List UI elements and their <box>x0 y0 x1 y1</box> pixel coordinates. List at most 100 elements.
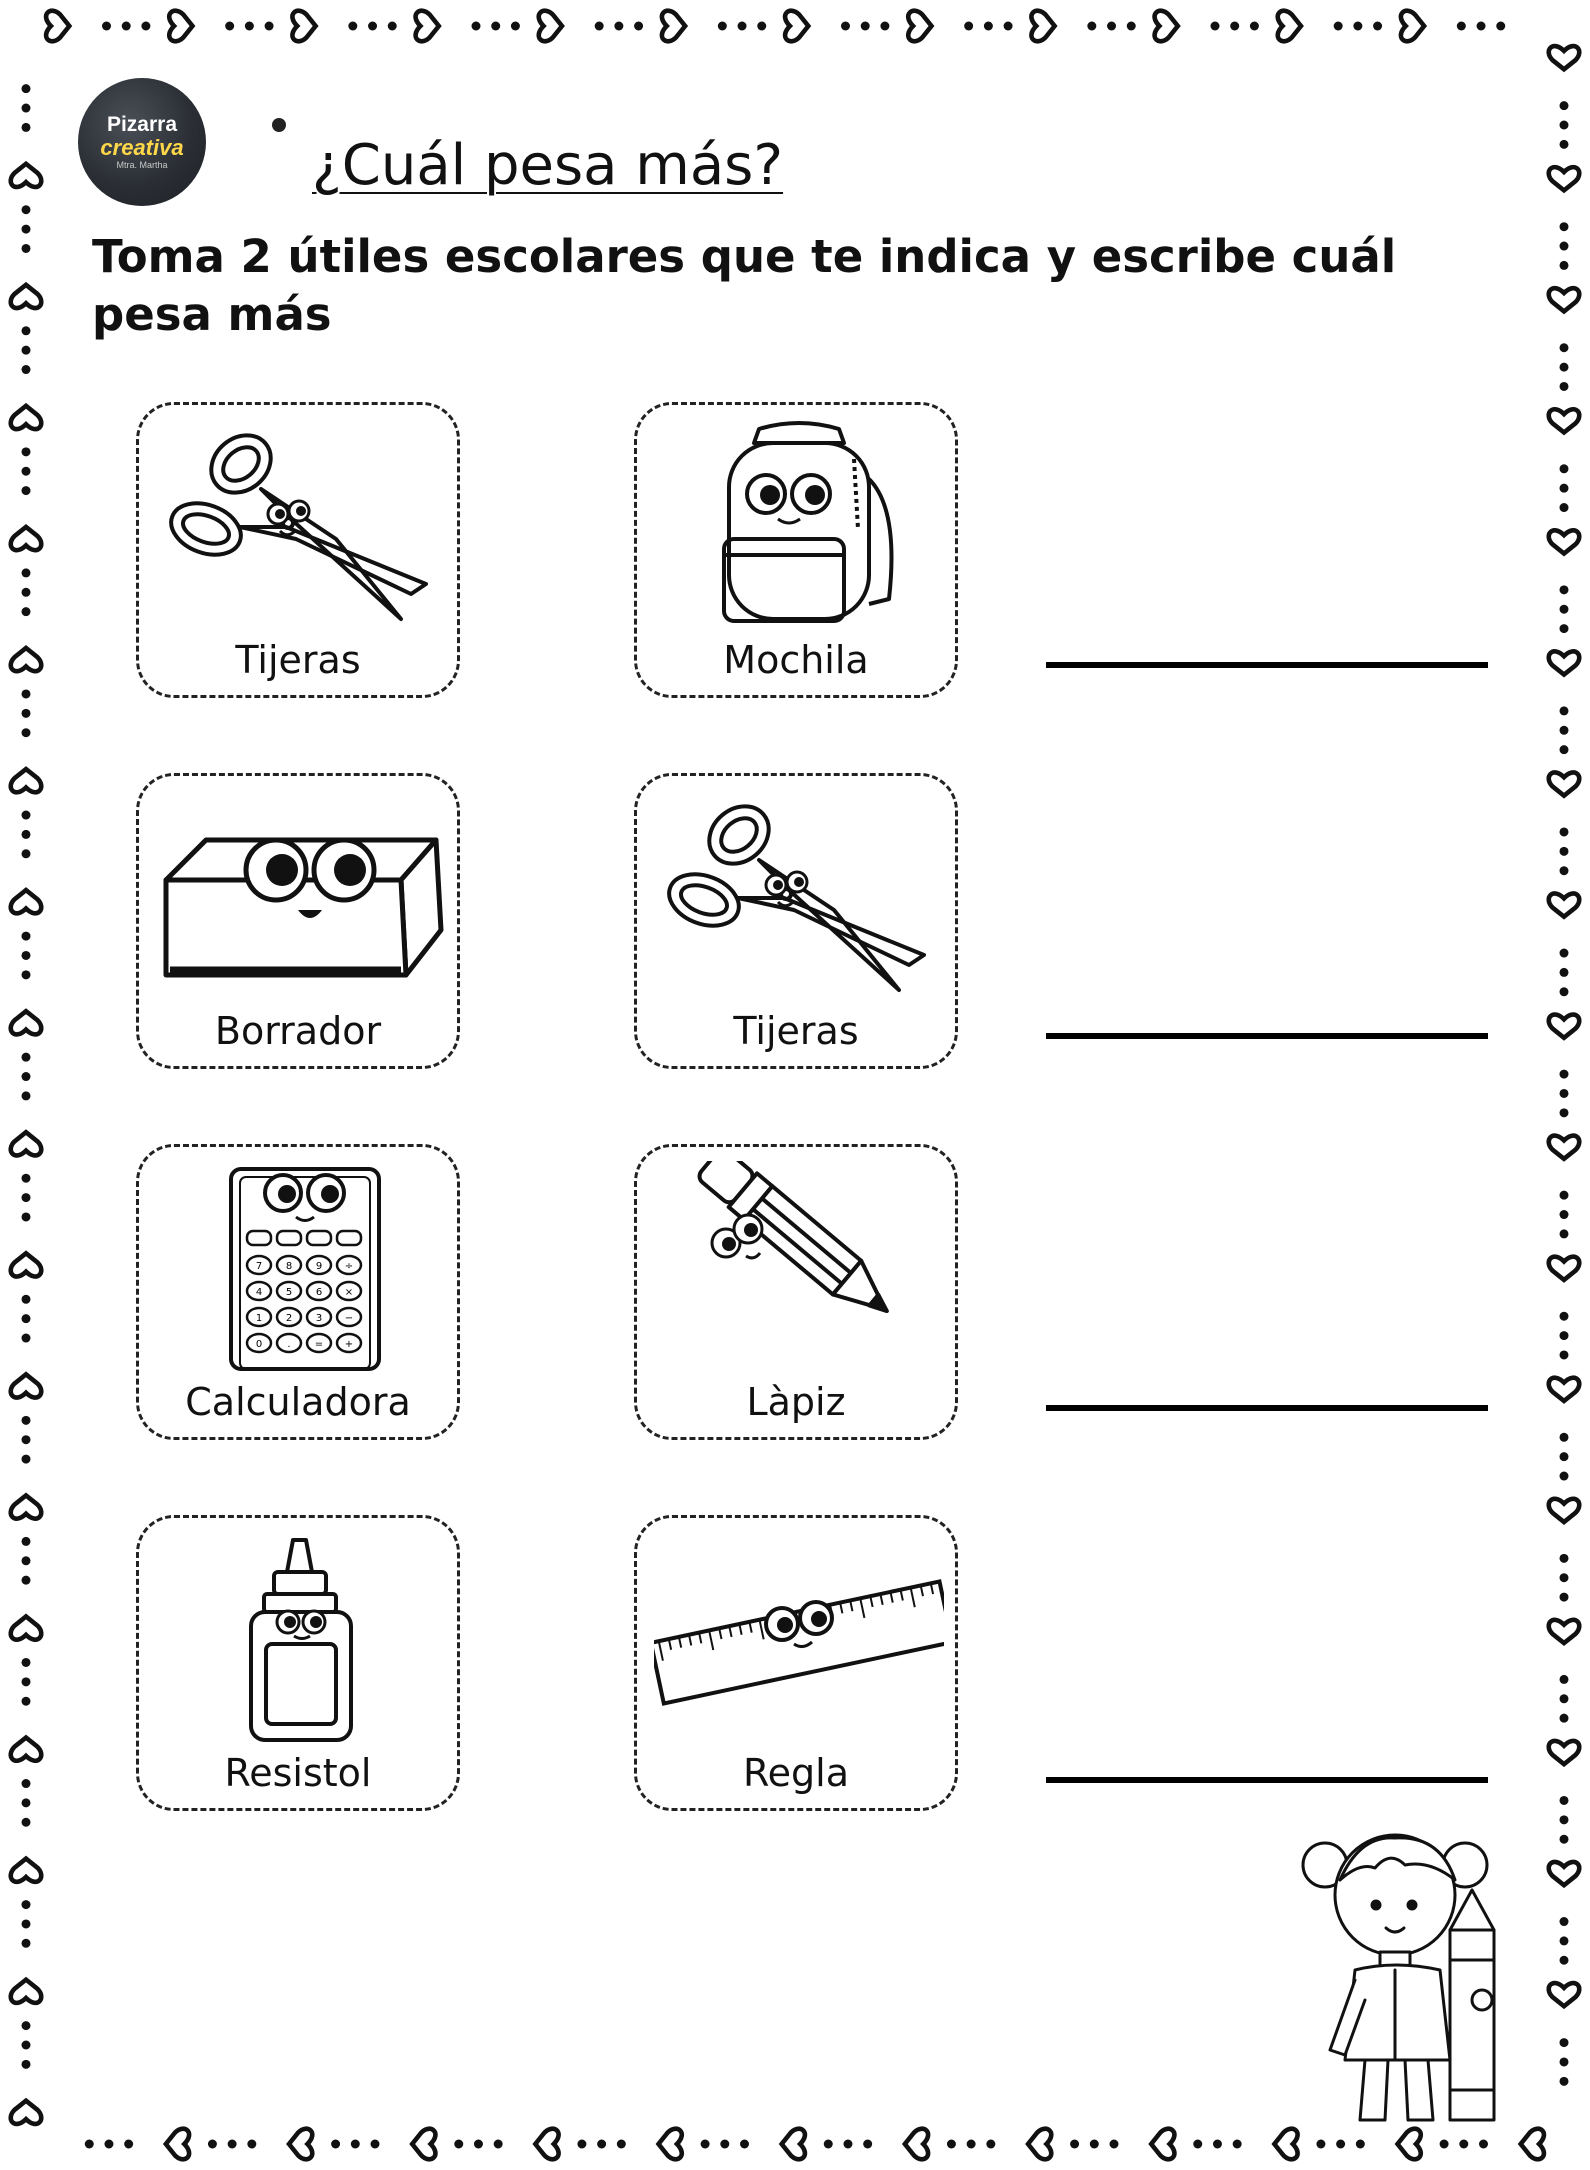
dot-decoration <box>21 1314 31 1324</box>
dot-decoration <box>21 447 31 457</box>
ruler-tick <box>688 1634 693 1646</box>
dot-decoration <box>1559 1713 1569 1723</box>
ruler-tick <box>889 1591 894 1603</box>
calculator-key <box>275 1254 303 1276</box>
dot-decoration <box>1559 987 1569 997</box>
dot-decoration <box>1559 846 1569 856</box>
dot-decoration <box>84 2139 94 2149</box>
dot-decoration <box>264 21 274 31</box>
ruler-tick <box>839 1602 844 1614</box>
heart-decoration <box>782 8 812 44</box>
ruler-tick <box>919 1585 924 1597</box>
dot-decoration <box>1559 1069 1569 1079</box>
answer-line-2[interactable] <box>1046 1033 1488 1039</box>
dot-decoration <box>21 486 31 496</box>
heart-decoration <box>1546 1496 1582 1525</box>
ruler-tick <box>677 1636 683 1648</box>
dot-decoration <box>21 365 31 375</box>
dot-decoration <box>1559 1210 1569 1220</box>
answer-line-3[interactable] <box>1046 1405 1488 1411</box>
dot-decoration <box>720 2139 730 2149</box>
dot-decoration <box>21 345 31 355</box>
dot-decoration <box>1559 1229 1569 1239</box>
ruler-tick <box>708 1630 715 1651</box>
heart-decoration <box>1546 43 1582 73</box>
heart-decoration <box>1546 649 1582 678</box>
dot-decoration <box>1193 2139 1203 2149</box>
logo-line-1: Pizarra <box>106 112 178 136</box>
heart-decoration <box>1546 770 1582 799</box>
dot-decoration <box>1559 1190 1569 1200</box>
calculator-key <box>305 1306 333 1328</box>
ruler-tick <box>909 1587 916 1608</box>
dot-decoration <box>21 243 31 253</box>
heart-decoration <box>8 281 44 311</box>
calculator-key-label: − <box>345 1313 353 1324</box>
dot-decoration <box>471 21 481 31</box>
card-lapiz: Làpiz <box>634 1144 958 1440</box>
dot-decoration <box>207 2139 217 2149</box>
card-label: Tijeras <box>733 1009 859 1053</box>
dot-decoration <box>124 2139 134 2149</box>
dot-decoration <box>1559 1452 1569 1462</box>
calculator-key-label: 6 <box>316 1287 322 1298</box>
heart-decoration <box>1546 1859 1582 1889</box>
calculator-key <box>305 1280 333 1302</box>
dot-decoration <box>21 1091 31 1101</box>
dot-decoration <box>1559 1350 1569 1360</box>
answer-line-1[interactable] <box>1046 662 1488 668</box>
card-label: Làpiz <box>746 1380 846 1424</box>
dot-decoration <box>1559 2038 1569 2048</box>
heart-decoration <box>1546 1375 1582 1404</box>
instructions: Toma 2 útiles escolares que te indica y … <box>92 230 1397 341</box>
ruler-tick <box>859 1598 866 1619</box>
calculator-key-label: 4 <box>256 1287 262 1298</box>
dot-decoration <box>21 728 31 738</box>
heart-decoration <box>8 1371 44 1400</box>
dot-decoration <box>21 1817 31 1827</box>
heart-decoration <box>1546 407 1582 436</box>
dot-decoration <box>1456 21 1466 31</box>
dot-decoration <box>1373 21 1383 31</box>
dot-decoration <box>1316 2139 1326 2149</box>
ruler-tick <box>667 1638 673 1650</box>
dot-decoration <box>1559 745 1569 755</box>
dot-decoration <box>616 2139 626 2149</box>
heart-decoration <box>8 1250 44 1279</box>
answer-line-4[interactable] <box>1046 1777 1488 1783</box>
dot-decoration <box>21 1435 31 1445</box>
dot-decoration <box>1559 827 1569 837</box>
dot-decoration <box>21 1173 31 1183</box>
heart-decoration <box>8 766 44 795</box>
heart-decoration <box>1271 2126 1300 2162</box>
dot-decoration <box>1249 21 1259 31</box>
heart-decoration <box>8 645 44 674</box>
calculator-key <box>335 1306 363 1328</box>
heart-decoration <box>8 1008 44 1037</box>
dot-decoration <box>737 21 747 31</box>
dot-decoration <box>1210 21 1220 31</box>
dot-decoration <box>21 1052 31 1062</box>
heart-decoration <box>1546 528 1582 557</box>
dot-decoration <box>1559 967 1569 977</box>
heart-decoration <box>286 2126 315 2162</box>
dot-decoration <box>21 950 31 960</box>
dot-decoration <box>1559 483 1569 493</box>
dot-decoration <box>21 931 31 941</box>
dot-decoration <box>225 21 235 31</box>
calculator-key-label: 1 <box>256 1313 262 1324</box>
calculator-key <box>335 1254 363 1276</box>
dot-decoration <box>1559 1815 1569 1825</box>
dot-decoration <box>21 829 31 839</box>
dot-decoration <box>1479 2139 1489 2149</box>
dot-decoration <box>740 2139 750 2149</box>
dot-decoration <box>1559 241 1569 251</box>
dot-decoration <box>21 326 31 336</box>
card-label: Mochila <box>723 638 869 682</box>
dot-decoration <box>493 2139 503 2149</box>
calculator-key <box>275 1306 303 1328</box>
dot-decoration <box>1559 260 1569 270</box>
dot-decoration <box>21 607 31 617</box>
heart-decoration <box>1546 286 1582 315</box>
